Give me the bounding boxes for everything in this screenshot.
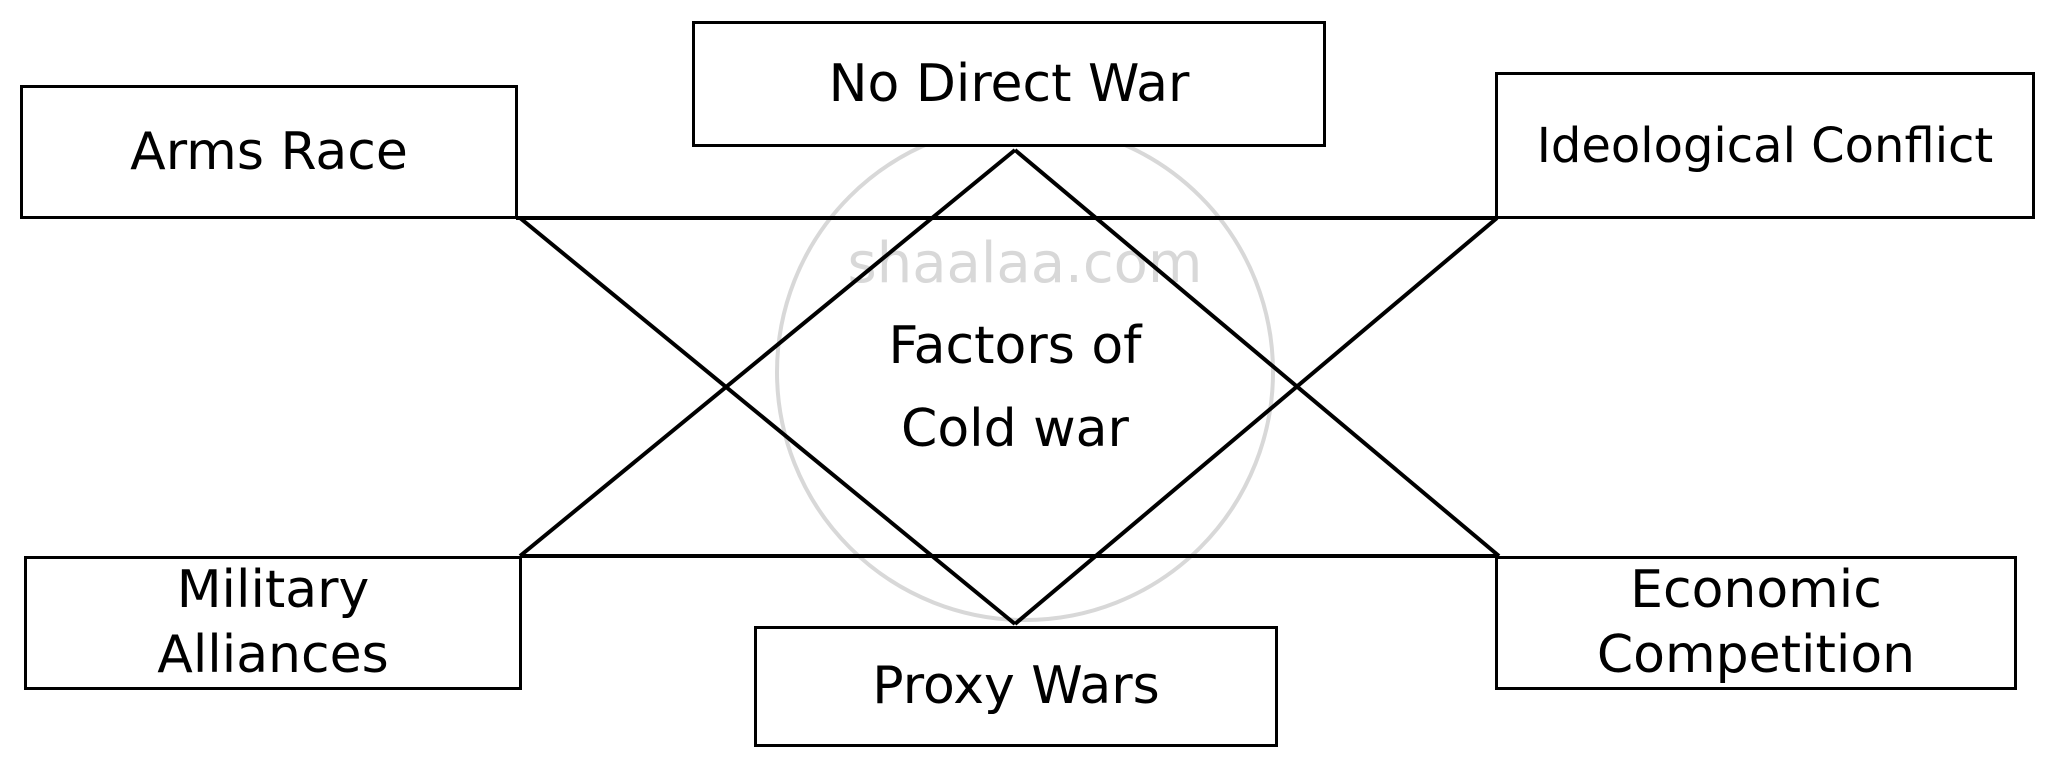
- center-title-line-1: Factors of: [888, 316, 1142, 376]
- box-military-alliances: Military Alliances: [24, 556, 522, 690]
- box-economic-competition: Economic Competition: [1495, 556, 2017, 690]
- no-direct-war-label: No Direct War: [828, 53, 1190, 114]
- center-title: Factors of Cold war: [815, 305, 1215, 471]
- arms-race-label: Arms Race: [130, 121, 408, 182]
- proxy-wars-label: Proxy Wars: [872, 656, 1160, 716]
- line-nowar-to-economic: [1013, 148, 1501, 558]
- economic-competition-label-2: Competition: [1596, 625, 1916, 685]
- line-nowar-to-military: [518, 148, 1017, 558]
- center-title-line-2: Cold war: [901, 399, 1129, 460]
- line-ideological-to-proxy: [1013, 216, 1499, 626]
- military-alliances-label-2: Alliances: [157, 625, 389, 685]
- box-arms-race: Arms Race: [20, 85, 518, 219]
- economic-competition-label-1: Economic: [1630, 560, 1882, 620]
- ideological-conflict-label: Ideological Conflict: [1536, 117, 1994, 174]
- watermark-text: shaalaa.com: [848, 231, 1203, 296]
- box-proxy-wars: Proxy Wars: [754, 626, 1278, 747]
- box-no-direct-war: No Direct War: [692, 21, 1326, 147]
- box-ideological-conflict: Ideological Conflict: [1495, 72, 2035, 219]
- military-alliances-label-1: Military: [176, 560, 370, 620]
- line-arms-to-proxy: [518, 216, 1017, 626]
